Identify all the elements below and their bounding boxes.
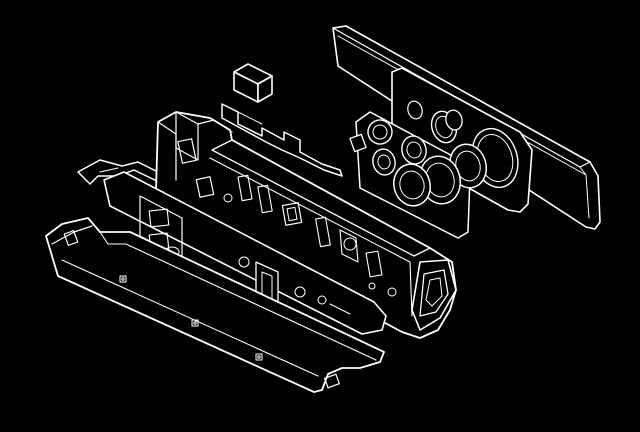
lens-ring-set [349, 109, 488, 239]
small-cube [233, 63, 273, 103]
main-chassis [155, 111, 457, 339]
upper-gasket [221, 103, 343, 177]
bottom-tray [45, 217, 385, 393]
